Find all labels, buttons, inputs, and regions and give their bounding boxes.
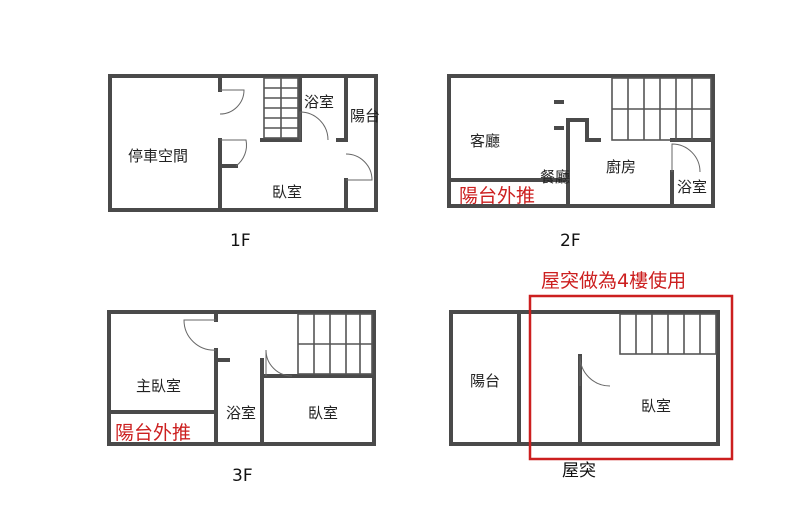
door-swing	[671, 143, 701, 173]
room-master-bedroom: 主臥室	[136, 377, 181, 395]
fourth-floor-highlight-box	[528, 294, 734, 461]
room-balcony: 陽台	[470, 372, 500, 390]
room-bedroom: 臥室	[641, 397, 671, 415]
floor-label-roof: 屋突	[562, 461, 596, 481]
door-swing	[219, 89, 245, 115]
plan-roof-outline	[449, 310, 720, 446]
room-bedroom: 臥室	[308, 404, 338, 422]
door-swing	[579, 355, 611, 387]
room-dining: 餐廳	[540, 168, 570, 186]
room-bath: 浴室	[677, 178, 707, 196]
plan-roof-stairs	[619, 313, 717, 355]
floor-label-2f: 2F	[560, 231, 581, 251]
door-swing	[345, 153, 373, 181]
plan-1f-stairs	[263, 77, 299, 139]
balcony-extension-note: 陽台外推	[115, 422, 191, 444]
door-swing	[299, 111, 329, 141]
floor-label-3f: 3F	[232, 466, 253, 486]
plan-1f: 停車空間 浴室 陽台 臥室	[108, 74, 380, 212]
plan-1f-outline	[108, 74, 378, 212]
plan-3f: 主臥室 浴室 臥室 陽台外推	[107, 310, 376, 446]
balcony-extension-note: 陽台外推	[459, 185, 535, 207]
room-bath: 浴室	[226, 404, 256, 422]
plan-roof: 陽台 臥室 屋突做為4樓使用	[449, 270, 734, 461]
room-parking: 停車空間	[128, 147, 188, 165]
floor-label-1f: 1F	[230, 231, 251, 251]
plan-2f: 客廳 餐廳 廚房 浴室 陽台外推	[447, 74, 715, 208]
room-balcony: 陽台	[350, 107, 380, 125]
fourth-floor-note: 屋突做為4樓使用	[541, 270, 686, 292]
door-swing	[265, 349, 293, 377]
plan-3f-stairs	[297, 313, 373, 375]
door-swing	[183, 319, 217, 351]
door-swing	[220, 139, 247, 167]
room-kitchen: 廚房	[606, 158, 636, 176]
plan-2f-stairs	[611, 77, 712, 141]
room-living: 客廳	[470, 132, 500, 150]
room-bath: 浴室	[304, 93, 334, 111]
room-bedroom: 臥室	[272, 183, 302, 201]
